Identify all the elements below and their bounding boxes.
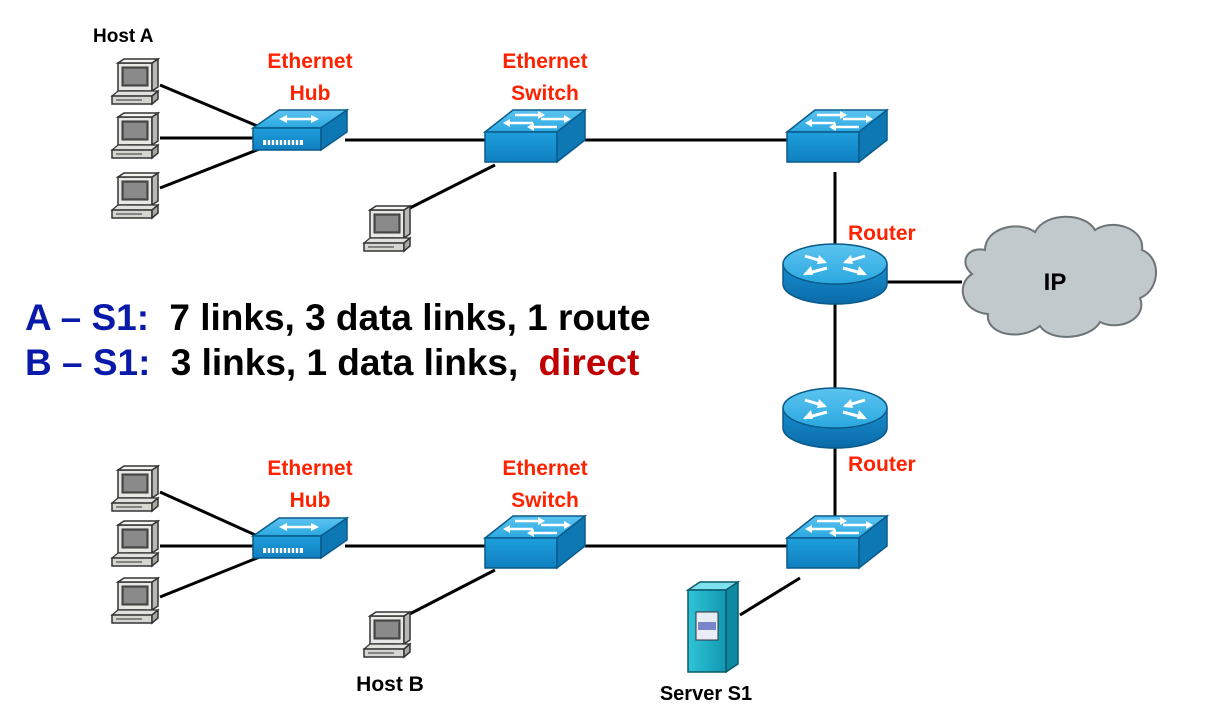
- switch-bottom-label-line2: Switch: [511, 489, 579, 512]
- switch-top-label-line2: Switch: [511, 82, 579, 105]
- links-bottom: [159, 445, 837, 622]
- server-icon: [685, 580, 741, 674]
- link-server-switch4: [739, 576, 801, 617]
- ethernet-hub-icon: [251, 108, 349, 152]
- summary-line-b: B – S1: 3 links, 1 data links, direct: [25, 342, 639, 383]
- ip-cloud-icon: [961, 215, 1157, 338]
- summary-line-a-prefix: A – S1:: [25, 297, 149, 338]
- hub-bottom-label-line2: Hub: [290, 489, 331, 512]
- hub-top-label-line1: Ethernet: [267, 50, 352, 73]
- pc-icon: [111, 112, 159, 159]
- switch-top-label-line1: Ethernet: [502, 50, 587, 73]
- pc-icon: [111, 172, 159, 219]
- summary-line-a-text: 7 links, 3 data links, 1 route: [169, 297, 650, 338]
- link-pc1-hub: [159, 83, 263, 130]
- cloud-label: IP: [1044, 269, 1067, 296]
- links-top: [159, 83, 962, 390]
- link-pc5-hub: [159, 490, 263, 540]
- host-a-label: Host A: [93, 26, 154, 47]
- pc-icon: [111, 58, 159, 105]
- hub-bottom-label-line1: Ethernet: [267, 457, 352, 480]
- summary-line-b-highlight: direct: [539, 342, 640, 383]
- host-b-label: Host B: [356, 673, 424, 696]
- pc-icon: [363, 205, 411, 252]
- ethernet-switch-icon: [483, 108, 587, 164]
- ethernet-switch-icon: [785, 108, 889, 164]
- router-top-label: Router: [848, 222, 916, 245]
- link-hostb-switch2: [397, 568, 496, 622]
- pc-icon: [111, 520, 159, 567]
- summary-line-b-text: 3 links, 1 data links,: [171, 342, 519, 383]
- link-pc3-hub: [159, 146, 263, 190]
- pc-icon: [111, 465, 159, 512]
- ethernet-switch-icon: [785, 514, 889, 570]
- router-icon: [781, 386, 889, 450]
- ethernet-hub-icon: [251, 516, 349, 560]
- link-pc4-switch: [397, 163, 496, 216]
- hub-top-label-line2: Hub: [290, 82, 331, 105]
- pc-icon: [363, 611, 411, 658]
- ethernet-switch-icon: [483, 514, 587, 570]
- link-pc7-hub: [159, 554, 263, 599]
- server-label: Server S1: [660, 683, 752, 705]
- summary-line-a: A – S1: 7 links, 3 data links, 1 route: [25, 297, 651, 338]
- router-bottom-label: Router: [848, 453, 916, 476]
- router-icon: [781, 242, 889, 306]
- summary-line-b-prefix: B – S1:: [25, 342, 150, 383]
- pc-icon: [111, 577, 159, 624]
- switch-bottom-label-line1: Ethernet: [502, 457, 587, 480]
